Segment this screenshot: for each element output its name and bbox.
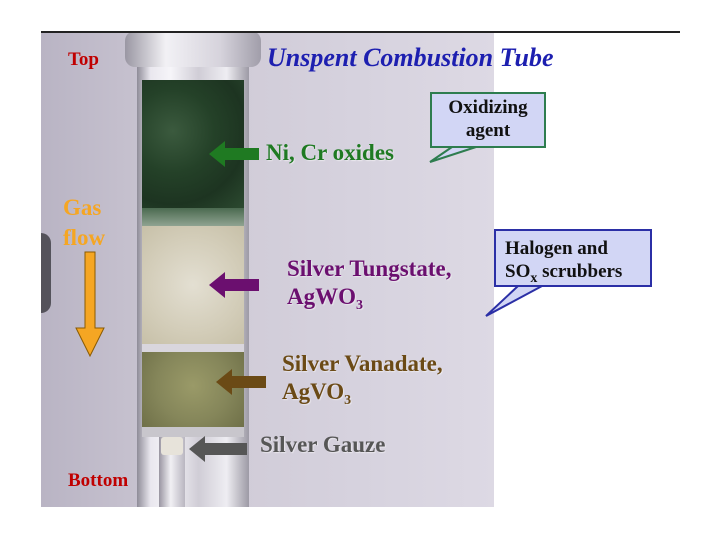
oxide-transition (142, 208, 244, 226)
halogen-line1: Halogen and (505, 238, 608, 259)
vanadate-formula-main: AgVO (282, 379, 345, 404)
gas-flow-arrow-icon (75, 251, 105, 358)
silver-vanadate-label: Silver Vanadate, AgVO3 (282, 350, 443, 415)
so-text: SO (505, 261, 531, 282)
so-subscript: x (530, 271, 538, 286)
tungstate-formula-sub: 3 (356, 298, 363, 313)
tube-photo (41, 33, 494, 507)
gauze-plug (161, 437, 183, 455)
halogen-callout-tail (485, 285, 543, 317)
scrubbers-text: scrubbers (537, 261, 623, 282)
nicr-oxides-label: Ni, Cr oxides (266, 140, 394, 165)
oxidizing-agent-callout: Oxidizing agent (430, 92, 546, 148)
tungstate-formula: AgWO3 (287, 283, 451, 320)
vanadate-formula-sub: 3 (344, 393, 352, 408)
bottom-label: Bottom (68, 470, 129, 491)
silver-tungstate-label: Silver Tungstate, AgWO3 (287, 255, 451, 320)
oxidizing-agent-text: Oxidizing agent (448, 97, 528, 141)
vanadate-formula: AgVO3 (282, 378, 443, 415)
tungstate-arrow-icon (209, 272, 259, 298)
tungstate-name: Silver Tungstate, (287, 256, 452, 281)
top-label: Top (68, 49, 99, 70)
packing-gap (142, 344, 244, 352)
gas-flow-label: Gas flow (63, 195, 106, 250)
silver-gauze-label: Silver Gauze (260, 432, 386, 457)
tungstate-formula-main: AgWO (287, 284, 356, 309)
vanadate-arrow-icon (216, 369, 266, 395)
halogen-line2: SOx scrubbers (505, 260, 650, 290)
background-shadow (41, 233, 51, 313)
silver-gauze-layer (142, 427, 244, 437)
gauze-arrow-icon (189, 436, 247, 462)
nicr-oxide-packing (142, 80, 244, 208)
slide-title: Unspent Combustion Tube (267, 43, 554, 72)
tube-top-lip (125, 33, 261, 67)
nicr-arrow-icon (209, 141, 259, 167)
vanadate-name: Silver Vanadate, (282, 351, 443, 376)
slide-top-rule (41, 31, 680, 33)
halogen-scrubbers-callout: Halogen and SOx scrubbers (494, 229, 652, 287)
